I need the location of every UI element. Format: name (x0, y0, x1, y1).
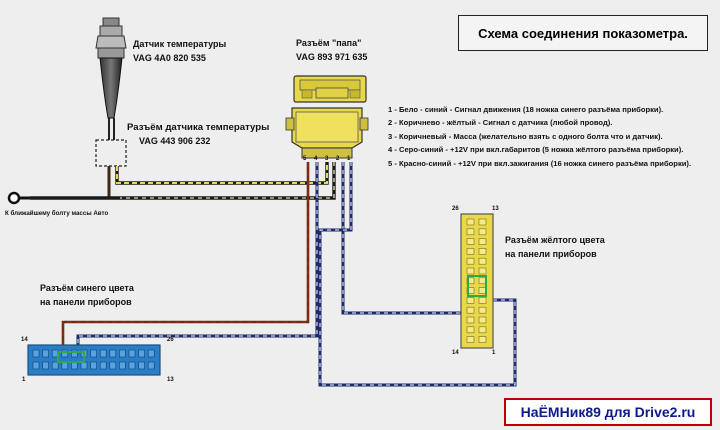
temp-sensor-part: VAG 4A0 820 535 (133, 53, 206, 63)
blue-pin-cavity (109, 349, 117, 358)
blue-pin-cavity (119, 349, 126, 358)
yellow-pin-cavity (478, 297, 487, 304)
yellow-pin-cavity (478, 336, 487, 343)
male-connector-body (285, 107, 369, 159)
male-connector-part: VAG 893 971 635 (296, 52, 368, 62)
yellow-pin-cavity (466, 297, 475, 304)
blue-pin-cavity (51, 361, 59, 370)
blue-connector-line1: Разъём синего цвета (40, 283, 134, 293)
sensor-connector-part: VAG 443 906 232 (139, 136, 211, 146)
yellow-pin-cavity (466, 257, 475, 265)
blue-pin-cavity (90, 361, 97, 370)
blue-pin-cavity (99, 349, 107, 358)
yellow-pin-cavity (478, 228, 487, 236)
yellow-connector-line2: на панели приборов (505, 249, 597, 259)
blue-pin-cavity (147, 349, 155, 358)
blue-pin-cavity (138, 361, 145, 370)
blue-pin-cavity (119, 361, 126, 370)
yellow-pin-cavity (466, 267, 475, 275)
yellow-pin-cavity (466, 248, 475, 255)
blue-pin-cavity (99, 361, 107, 370)
yellow-pin-bl: 14 (452, 350, 459, 356)
blue-pin-cavity (71, 361, 78, 370)
yellow-connector-line1: Разъём жёлтого цвета (505, 235, 605, 245)
blue-pin-cavity (109, 361, 117, 370)
blue-pin-tl: 14 (21, 337, 28, 343)
yellow-pin-cavity (478, 306, 487, 314)
blue-connector-line2: на панели приборов (40, 297, 132, 307)
yellow-pin-cavity (478, 287, 487, 294)
yellow-pin-cavity (478, 238, 487, 245)
blue-pin-cavity (128, 349, 136, 358)
male-connector-top (293, 75, 367, 103)
legend-item: 1 - Бело - синий - Сигнал движения (18 н… (388, 105, 664, 114)
blue-pin-bl: 1 (22, 377, 26, 383)
legend-item: 3 - Коричневый - Масса (желательно взять… (388, 131, 663, 141)
yellow-pin-cavity (466, 228, 475, 236)
blue-pin-cavity (61, 361, 69, 370)
yellow-connector (460, 213, 494, 349)
yellow-pin-br: 1 (492, 350, 496, 356)
blue-pin-cavity (32, 361, 40, 370)
yellow-pin-cavity (466, 306, 475, 314)
temp-sensor-name: Датчик температуры (133, 39, 227, 49)
author-credit: НаЁМНик89 для Drive2.ru (504, 398, 712, 426)
blue-pin-cavity (61, 349, 69, 358)
legend-item: 4 - Серо-синий - +12V при вкл.габаритов … (388, 145, 684, 155)
blue-pin-br: 13 (167, 377, 174, 383)
ground-terminal-icon (7, 191, 30, 205)
temperature-sensor-icon (95, 17, 127, 140)
blue-pin-cavity (138, 349, 145, 358)
yellow-pin-cavity (478, 218, 487, 226)
yellow-pin-cavity (478, 267, 487, 275)
blue-pin-cavity (32, 349, 40, 358)
male-pin-1: 1 (347, 156, 351, 162)
yellow-pin-cavity (478, 277, 487, 285)
male-pin-3: 3 (325, 156, 329, 162)
male-pin-2: 2 (336, 156, 340, 162)
yellow-pin-cavity (466, 326, 475, 334)
male-pin-5: 5 (303, 156, 307, 162)
ground-label: К ближайшему болту массы Авто (5, 210, 109, 217)
legend-item: 5 - Красно-синий - +12V при вкл.зажигани… (388, 158, 692, 168)
yellow-pin-cavity (478, 248, 487, 255)
sensor-connector-name: Разъём датчика температуры (127, 122, 270, 133)
blue-pin-cavity (90, 349, 97, 358)
blue-pin-cavity (42, 349, 49, 358)
pin-legend: 1 - Бело - синий - Сигнал движения (18 н… (388, 103, 691, 170)
male-connector-name: Разъём "папа" (296, 38, 362, 48)
diagram-title: Схема соединения показометра. (458, 15, 708, 51)
blue-connector (27, 344, 161, 376)
blue-pin-cavity (71, 349, 78, 358)
legend-item: 2 - Коричнево - жёлтый - Сигнал с датчик… (388, 118, 613, 128)
blue-pin-cavity (147, 361, 155, 370)
yellow-pin-tr: 13 (492, 206, 499, 212)
yellow-pin-cavity (466, 316, 475, 324)
yellow-pin-cavity (466, 336, 475, 343)
yellow-pin-cavity (466, 218, 475, 226)
blue-pin-cavity (42, 361, 49, 370)
blue-pin-cavity (80, 361, 88, 370)
blue-pin-tr: 26 (167, 337, 174, 343)
yellow-pin-cavity (478, 326, 487, 334)
sensor-connector-box (95, 139, 127, 167)
blue-pin-cavity (128, 361, 136, 370)
yellow-pin-cavity (466, 238, 475, 245)
yellow-pin-cavity (478, 316, 487, 324)
yellow-pin-tl: 26 (452, 206, 459, 212)
yellow-pin-cavity (478, 257, 487, 265)
male-pin-4: 4 (314, 156, 318, 162)
